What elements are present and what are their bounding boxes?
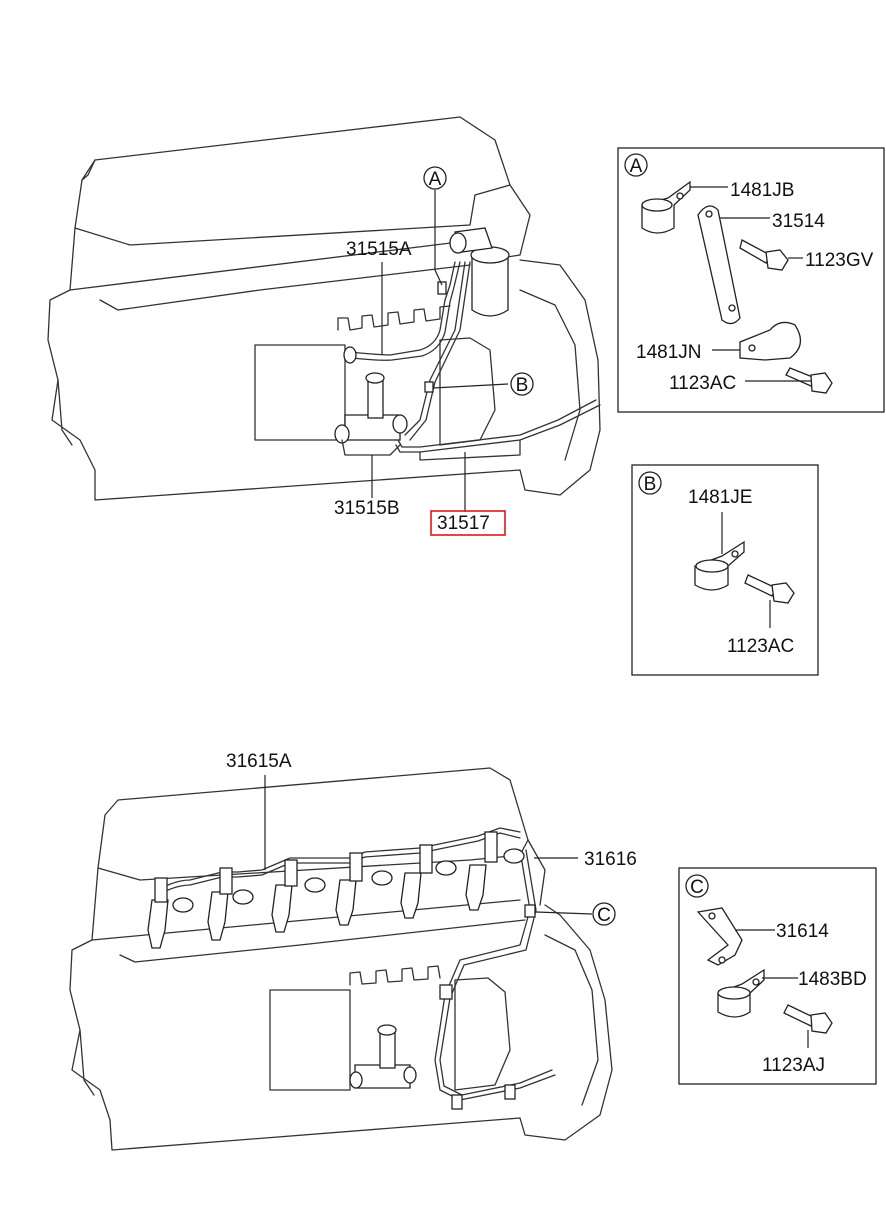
part-label-31614[interactable]: 31614 bbox=[776, 921, 829, 942]
callout-b-label: B bbox=[516, 375, 529, 396]
callout-a-label: A bbox=[429, 169, 442, 190]
part-label-1481JN[interactable]: 1481JN bbox=[636, 342, 702, 363]
highlight-box-31517 bbox=[430, 510, 506, 536]
callout-c-circle bbox=[592, 902, 616, 926]
bottom-leaders bbox=[264, 775, 593, 915]
part-label-1481JB[interactable]: 1481JB bbox=[730, 180, 794, 201]
part-label-31615A[interactable]: 31615A bbox=[226, 751, 292, 772]
detail-c-letter: C bbox=[690, 877, 704, 898]
bottom-engine-drawing bbox=[69, 767, 613, 1151]
part-label-1123AJ[interactable]: 1123AJ bbox=[762, 1055, 825, 1076]
part-label-31515B[interactable]: 31515B bbox=[334, 498, 400, 519]
part-label-1123AC-b[interactable]: 1123AC bbox=[727, 636, 794, 657]
callout-a-circle bbox=[423, 166, 447, 190]
part-label-31515A[interactable]: 31515A bbox=[346, 239, 412, 260]
top-leaders bbox=[371, 262, 509, 512]
detail-b-panel: B bbox=[631, 464, 819, 676]
part-label-31514[interactable]: 31514 bbox=[772, 211, 825, 232]
part-label-1483BD[interactable]: 1483BD bbox=[798, 969, 867, 990]
detail-a-panel: A bbox=[617, 147, 885, 413]
top-engine-drawing bbox=[47, 116, 601, 501]
part-label-31517[interactable]: 31517 bbox=[437, 513, 490, 534]
callout-b-circle bbox=[510, 372, 534, 396]
detail-a-letter: A bbox=[630, 156, 643, 177]
part-label-31616[interactable]: 31616 bbox=[584, 849, 637, 870]
part-label-1123AC-a[interactable]: 1123AC bbox=[669, 373, 736, 394]
detail-b-letter: B bbox=[644, 474, 657, 495]
part-label-1481JE[interactable]: 1481JE bbox=[688, 487, 752, 508]
detail-c-panel: C bbox=[678, 867, 877, 1085]
part-label-1123GV[interactable]: 1123GV bbox=[805, 250, 874, 271]
callout-c-label: C bbox=[597, 905, 611, 926]
